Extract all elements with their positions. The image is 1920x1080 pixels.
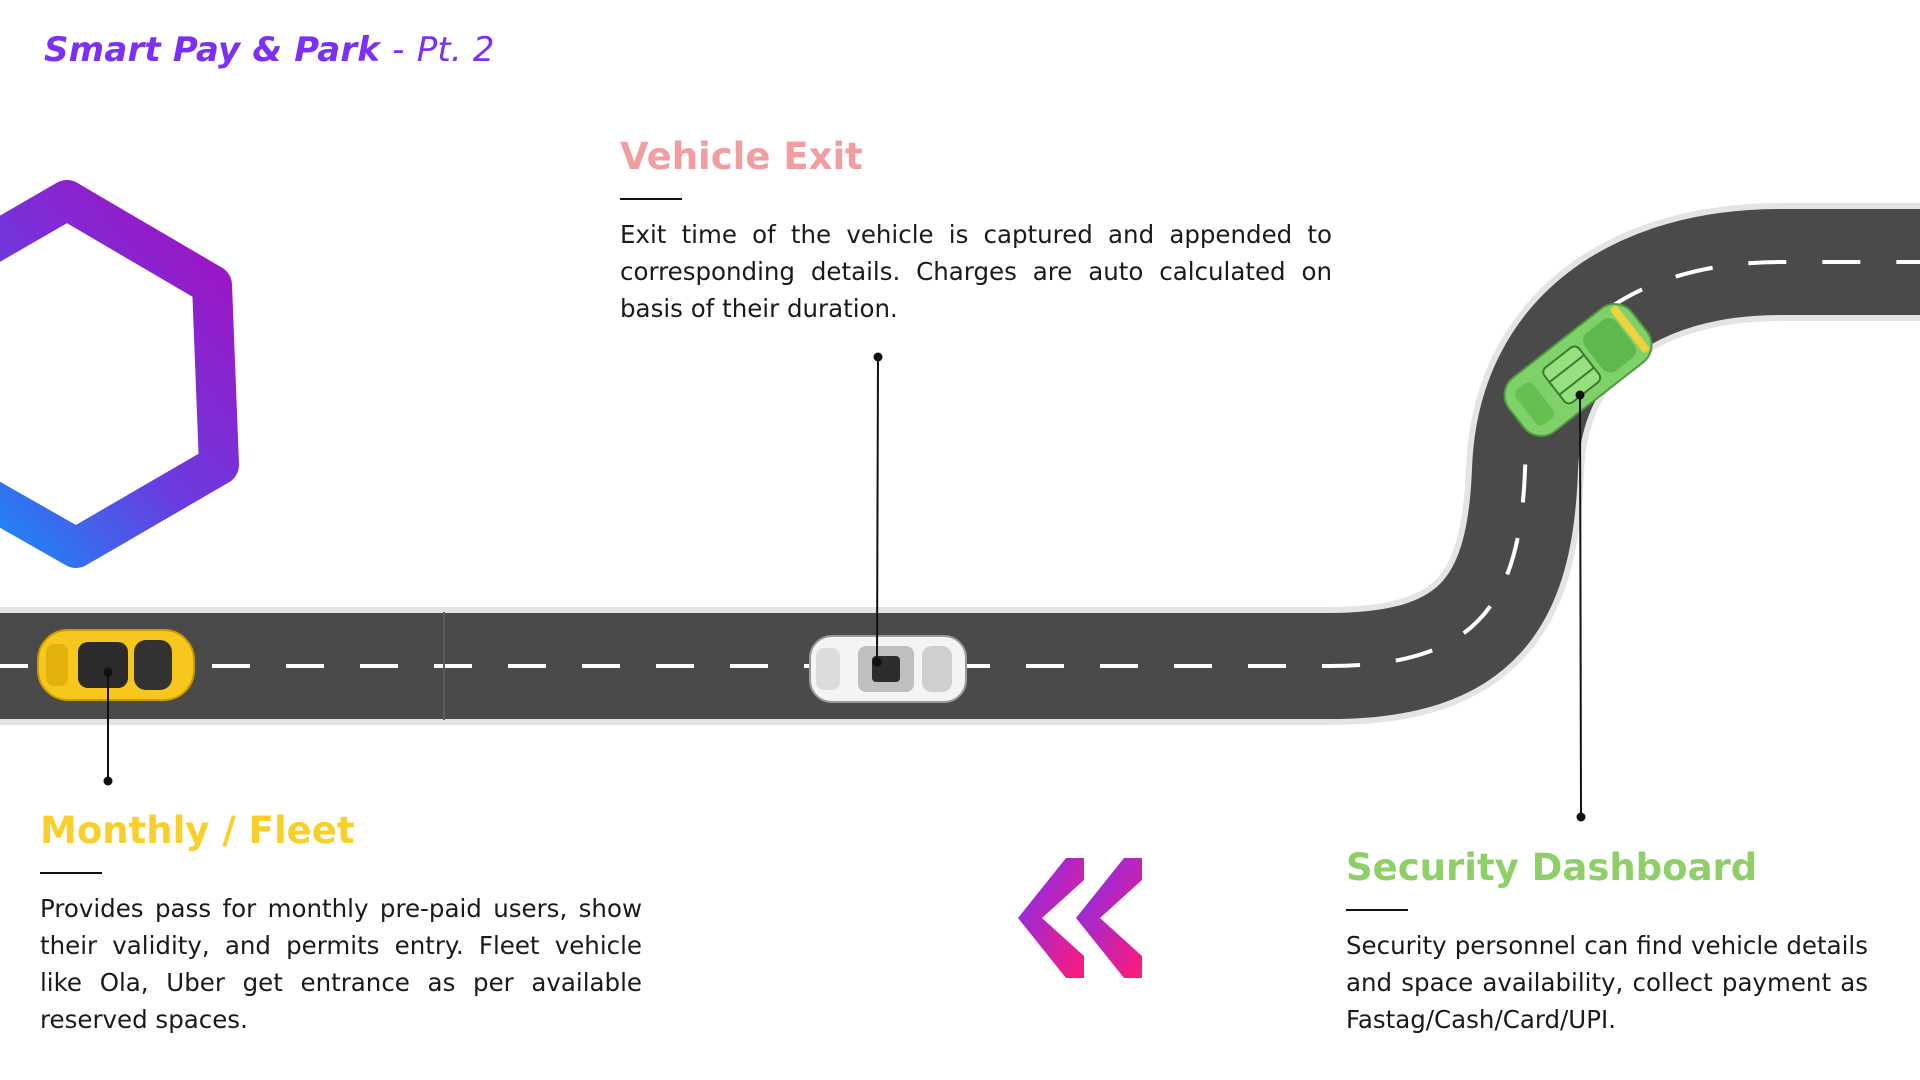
heading-rule	[1346, 909, 1408, 911]
hexagon-ring-logo	[0, 180, 239, 568]
vehicle-exit-heading: Vehicle Exit	[620, 135, 863, 178]
heading-rule	[620, 198, 682, 200]
security-dashboard-description: Security personnel can find vehicle deta…	[1346, 931, 1868, 1034]
suv-car-icon	[809, 635, 967, 703]
green-car-icon	[1503, 303, 1653, 437]
monthly-fleet-section: Monthly / Fleet Provides pass for monthl…	[40, 809, 642, 1038]
monthly-fleet-heading: Monthly / Fleet	[40, 809, 355, 852]
title-separator: -	[392, 30, 405, 70]
vehicle-exit-description: Exit time of the vehicle is captured and…	[620, 220, 1332, 323]
monthly-fleet-description: Provides pass for monthly pre-paid users…	[40, 894, 642, 1034]
title-part: Pt. 2	[416, 30, 495, 70]
road	[0, 203, 1920, 725]
vehicle-exit-section: Vehicle Exit Exit time of the vehicle is…	[620, 135, 1332, 327]
taxi-car-icon	[37, 629, 195, 701]
heading-rule	[40, 872, 102, 874]
deck-title: Smart Pay & Park - Pt. 2	[44, 30, 495, 70]
title-main: Smart Pay & Park	[44, 30, 381, 70]
callout-lines	[103, 352, 1586, 822]
security-dashboard-section: Security Dashboard Security personnel ca…	[1346, 846, 1868, 1038]
security-dashboard-heading: Security Dashboard	[1346, 846, 1758, 889]
double-chevron-left-icon[interactable]	[1018, 858, 1142, 978]
